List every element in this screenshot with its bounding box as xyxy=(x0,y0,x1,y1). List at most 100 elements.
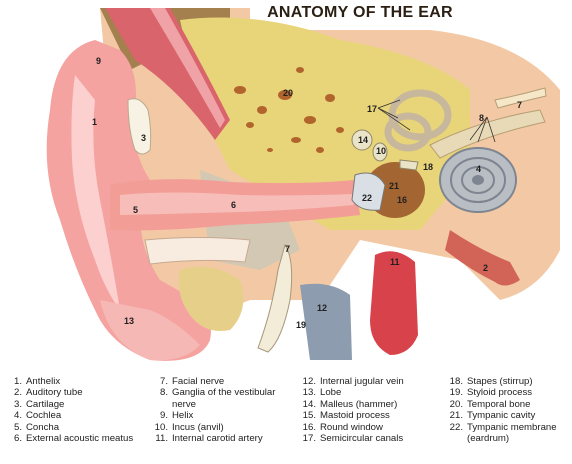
legend-column-1: 1. Anthelix 2. Auditory tube 3. Cartilage 4… xyxy=(6,376,154,444)
leader-lines xyxy=(377,99,496,143)
legend-number: 2. xyxy=(13,387,22,399)
legend-column-4: 18. Stapes (stirrup) 19. Styloid process 2… xyxy=(447,376,569,444)
legend-number: 8. xyxy=(159,387,168,399)
callout-17: 17 xyxy=(367,104,377,114)
legend-text: Semicircular canals xyxy=(320,433,404,445)
legend-number: 16. xyxy=(302,421,316,433)
legend-text: Tympanic cavity xyxy=(467,410,536,422)
legend-number: 12. xyxy=(302,376,316,387)
legend-item: 10. Incus (anvil) xyxy=(152,422,302,433)
legend-item: 5.Concha xyxy=(6,422,154,433)
legend-text: Helix xyxy=(172,410,194,422)
legend-number: 18. xyxy=(449,376,463,387)
legend-number: 1. xyxy=(13,376,22,387)
legend-number: 20. xyxy=(449,398,463,410)
callout-16: 16 xyxy=(397,195,407,205)
callout-19: 19 xyxy=(296,320,306,330)
legend-text: Malleus (hammer) xyxy=(320,398,398,410)
legend-number: 7. xyxy=(159,376,168,387)
legend-number: 22. xyxy=(449,421,463,433)
callout-6: 6 xyxy=(231,200,236,210)
legend-text: Cochlea xyxy=(26,410,62,422)
styloid-process xyxy=(257,243,293,353)
callout-9: 9 xyxy=(96,56,101,66)
facial-nerve xyxy=(494,87,547,109)
legend-text: Temporal bone xyxy=(467,398,531,410)
callout-22: 22 xyxy=(362,193,372,203)
carotid-artery xyxy=(370,251,418,355)
legend-number: 5. xyxy=(13,421,22,433)
legend-item: 16.Round window xyxy=(300,422,450,433)
callout-3: 3 xyxy=(141,133,146,143)
page-title: ANATOMY OF THE EAR xyxy=(267,4,453,21)
legend-item: 15. Mastoid process xyxy=(300,410,450,421)
legend-column-3: 12. Internal jugular vein 13. Lobe 14. Mall… xyxy=(300,376,450,444)
legend-text: Incus (anvil) xyxy=(172,421,224,433)
legend-item: 18. Stapes (stirrup) xyxy=(447,376,569,387)
callout-14: 14 xyxy=(358,135,368,145)
legend-item: 19. Styloid process xyxy=(447,387,569,398)
callout-13: 13 xyxy=(124,316,134,326)
legend-text: Styloid process xyxy=(467,387,533,399)
legend-number: 4. xyxy=(13,410,22,422)
legend-item: 13. Lobe xyxy=(300,387,450,398)
callout-8: 8 xyxy=(479,113,484,123)
legend-number: 13. xyxy=(302,387,316,399)
legend-item: 1. Anthelix xyxy=(6,376,154,387)
mastoid-process xyxy=(178,266,244,331)
incus xyxy=(372,142,388,162)
legend-text: Auditory tube xyxy=(26,387,83,399)
legend-text: Lobe xyxy=(320,387,342,399)
earlobe xyxy=(100,300,200,361)
stapes xyxy=(399,159,419,171)
callout-1: 1 xyxy=(92,117,97,127)
malleus xyxy=(351,129,373,151)
legend-text: External acoustic meatus xyxy=(26,433,134,445)
callout-4: 4 xyxy=(476,164,481,174)
legend-item: 3. Cartilage xyxy=(6,399,154,410)
callout-labels: 9 1 3 5 6 13 7 19 12 11 20 17 14 10 18 2… xyxy=(92,56,522,330)
callout-12: 12 xyxy=(317,303,327,313)
legend-number: 19. xyxy=(449,387,463,399)
legend-item: 4. Cochlea xyxy=(6,410,154,421)
callout-10: 10 xyxy=(376,146,386,156)
legend-text: Internal carotid artery xyxy=(172,433,263,445)
legend-number: 21. xyxy=(449,410,463,422)
callout-7: 7 xyxy=(285,244,290,254)
legend-number: 3. xyxy=(13,398,22,410)
callout-11: 11 xyxy=(390,257,400,267)
legend-item: 21. Tympanic cavity xyxy=(447,410,569,421)
legend-text: Mastoid process xyxy=(320,410,390,422)
callout-21: 21 xyxy=(389,181,399,191)
legend-item: 17. Semicircular canals xyxy=(300,433,450,444)
legend-item: 7. Facial nerve xyxy=(152,376,302,387)
legend-number: 17. xyxy=(302,433,316,445)
legend-text: Cartilage xyxy=(26,398,65,410)
legend-number: 10. xyxy=(154,421,168,433)
callout-2: 2 xyxy=(483,263,488,273)
legend-text: Facial nerve xyxy=(172,376,225,387)
legend-number: 9. xyxy=(159,410,168,422)
legend-number: 15. xyxy=(302,410,316,422)
legend-number: 14. xyxy=(302,398,316,410)
callout-7-right: 7 xyxy=(517,100,522,110)
bone-pores xyxy=(216,67,344,153)
legend-item: 20. Temporal bone xyxy=(447,399,569,410)
legend-item: 14. Malleus (hammer) xyxy=(300,399,450,410)
callout-5: 5 xyxy=(133,205,138,215)
legend-text: Anthelix xyxy=(26,376,61,387)
legend-text: Internal jugular vein xyxy=(320,376,404,387)
ear-anatomy-illustration: 9 1 3 5 6 13 7 19 12 11 20 17 14 10 18 2… xyxy=(46,8,560,361)
eardrum xyxy=(351,172,386,211)
legend-item: 6. External acoustic meatus xyxy=(6,433,154,444)
legend-item: 9. Helix xyxy=(152,410,302,421)
legend-item: 11. Internal carotid artery xyxy=(152,433,302,444)
muscle-band xyxy=(105,8,230,140)
legend-text: Tympanic membrane (eardrum) xyxy=(467,421,557,445)
legend-text: Stapes (stirrup) xyxy=(467,376,533,387)
legend-text: Ganglia of the vestibular nerve xyxy=(172,387,276,410)
auditory-tube xyxy=(445,230,520,286)
legend-number: 6. xyxy=(13,433,22,445)
legend-number: 11. xyxy=(155,433,168,445)
callout-18: 18 xyxy=(423,162,433,172)
